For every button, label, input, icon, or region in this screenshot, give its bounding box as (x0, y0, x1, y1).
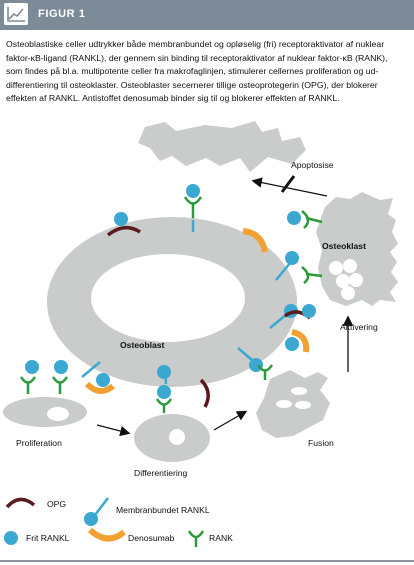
free-rankl (54, 360, 68, 374)
legend-rank-symbol (187, 530, 205, 547)
line-chart-icon (4, 3, 28, 25)
rank-receptor (301, 266, 323, 284)
osteoclast-cell (316, 192, 398, 306)
osteoclast-nucleus (329, 261, 343, 275)
rank-receptor (183, 196, 203, 220)
caption-line: effekten af RANKL. Antistoffet denosumab… (6, 93, 340, 104)
differentiation-nucleus (169, 429, 185, 445)
rank-receptor (51, 376, 69, 394)
legend-opg-label: OPG (47, 499, 66, 509)
fusion-cell (256, 370, 330, 438)
arrow (96, 424, 131, 437)
apoptosise-label: Apoptosise (291, 160, 334, 170)
osteoclast-nucleus (336, 274, 350, 288)
caption-line: Osteoblastiske celler udtrykker både mem… (6, 39, 385, 49)
legend-rank-label: RANK (209, 533, 233, 543)
free-rankl (302, 304, 316, 318)
membrane-rankl (157, 365, 171, 385)
fusion-nucleus (291, 387, 307, 395)
legend-membrane-rankl-label: Membranbundet RANKL (116, 505, 210, 515)
free-rankl (186, 184, 200, 198)
denosumab (84, 381, 115, 394)
figure-caption: Osteoblastiske celler udtrykker både mem… (6, 38, 410, 106)
rank-receptor (256, 364, 274, 380)
proliferation-nucleus (47, 407, 69, 421)
osteoclast-nucleus (341, 286, 355, 300)
osteoblast-label: Osteoblast (120, 340, 165, 350)
free-rankl (287, 211, 301, 225)
osteoblast-nucleus (91, 254, 245, 342)
legend-membrane-rankl-symbol (84, 497, 109, 526)
figure-title: FIGUR 1 (38, 8, 86, 20)
denosumab (242, 228, 268, 253)
apoptotic-cell (138, 121, 306, 172)
proliferation-label: Proliferation (16, 438, 62, 448)
legend-denosumab-label: Denosumab (128, 533, 175, 543)
differentiation-label: Differentiering (134, 468, 188, 478)
fusion-nucleus (295, 401, 311, 409)
caption-line: som findes på bl.a. multipotente celler … (6, 66, 379, 77)
aktivering-label: Aktivering (340, 322, 378, 332)
rank-receptor (19, 376, 37, 394)
free-rankl (114, 212, 128, 226)
denosumab (291, 329, 310, 353)
figure-header: FIGUR 1 (0, 0, 414, 30)
legend-opg-symbol (5, 497, 36, 509)
legend: OPG Membranbundet RANKL Frit RANKL Denos… (4, 497, 233, 547)
arrow (213, 410, 248, 431)
apoptosis-arrow (251, 177, 328, 197)
rank-receptor (155, 398, 173, 413)
opg (199, 378, 210, 408)
fusion-nucleus (276, 400, 292, 408)
free-rankl (96, 373, 110, 387)
legend-denosumab-symbol (88, 527, 126, 542)
rank-receptor (301, 210, 323, 229)
legend-free-rankl-label: Frit RANKL (26, 533, 70, 543)
membrane-rankl (275, 251, 299, 281)
free-rankl (157, 385, 171, 399)
osteoclast-nucleus (343, 259, 357, 273)
osteoclast-nucleus (349, 273, 363, 287)
caption-line: differentiering til osteoklaster. Osteob… (6, 79, 378, 90)
block-mark (280, 175, 296, 193)
free-rankl (285, 337, 299, 351)
caption-line: faktor-κB-ligand (RANKL), der gennem sin… (6, 52, 388, 63)
bottom-rule (0, 560, 414, 562)
fusion-label: Fusion (308, 438, 334, 448)
membrane-rankl (81, 361, 101, 378)
opg (106, 225, 141, 237)
free-rankl (25, 360, 39, 374)
proliferation-cell (3, 397, 87, 427)
legend-free-rankl-symbol (4, 531, 18, 545)
osteoclast-label: Osteoklast (322, 241, 366, 251)
